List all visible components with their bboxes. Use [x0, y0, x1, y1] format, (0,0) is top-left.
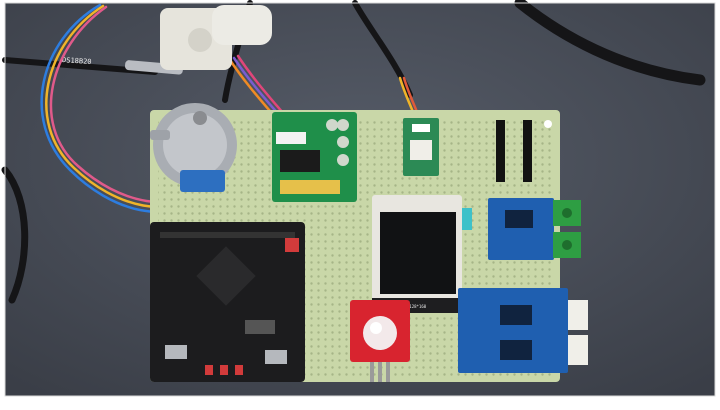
blue-terminal-module: [488, 198, 581, 260]
blue-sensor-module: [458, 288, 588, 373]
sensor-module-small: [403, 118, 439, 176]
white-gear-motor: [160, 5, 272, 70]
lcd-screen-icon: 1.8' SPI TFT 128*160: [372, 195, 472, 313]
stepper-driver-board: [272, 112, 357, 202]
stepper-motor-icon: [150, 103, 237, 192]
pin-headers: [496, 120, 532, 182]
photo-border: [4, 2, 716, 397]
pir-dome-icon: [350, 300, 410, 382]
mount-hole: [544, 120, 552, 128]
microcontroller-board: [150, 222, 305, 382]
probe-cable-text: DS18B20: [62, 56, 92, 66]
